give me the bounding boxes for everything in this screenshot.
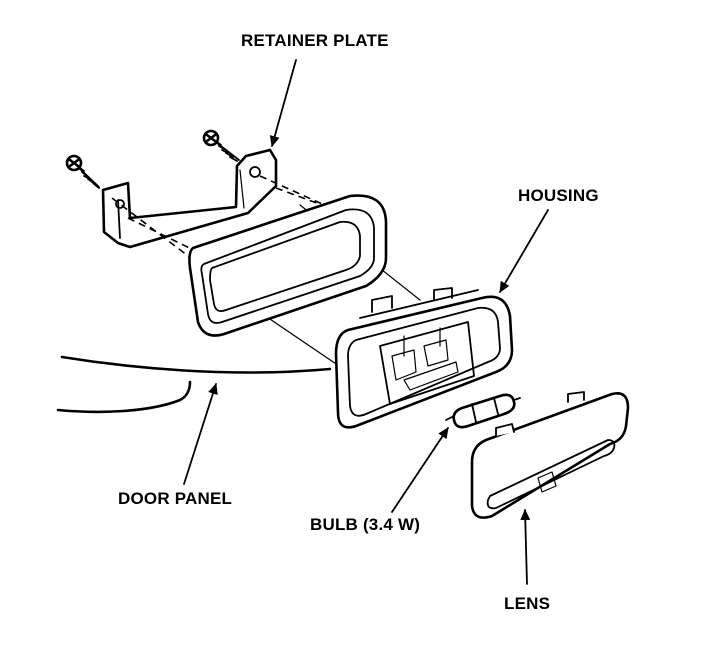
arrow-lens	[520, 509, 531, 585]
label-lens: LENS	[504, 594, 550, 613]
leader-arrows	[183, 59, 549, 585]
lens	[470, 391, 630, 519]
housing	[334, 287, 514, 429]
label-housing: HOUSING	[518, 186, 599, 205]
arrow-housing	[499, 209, 549, 293]
label-bulb: BULB (3.4 W)	[310, 515, 420, 534]
bezel-frame	[188, 194, 388, 337]
door-panel	[56, 355, 332, 414]
arrow-bulb	[391, 427, 449, 513]
retainer-plate	[101, 148, 278, 249]
label-door-panel: DOOR PANEL	[118, 489, 232, 508]
screw-left	[65, 154, 100, 189]
screw-right	[202, 129, 240, 162]
bulb	[445, 393, 521, 429]
arrow-door-panel	[183, 383, 218, 485]
label-retainer-plate: RETAINER PLATE	[241, 31, 389, 50]
arrow-retainer-plate	[269, 59, 297, 147]
